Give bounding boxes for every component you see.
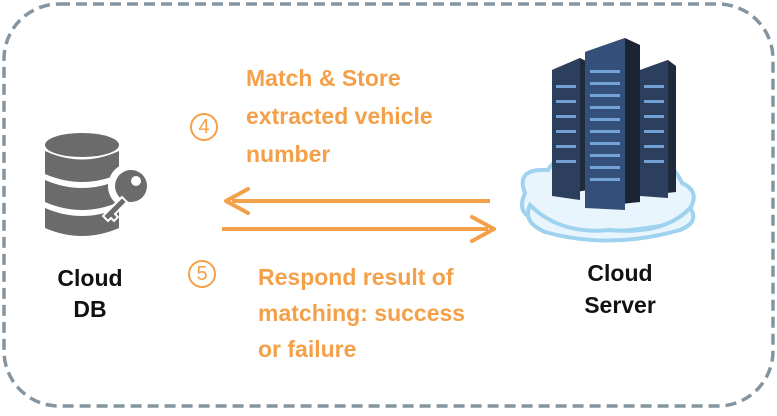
- step-4-line-3: number: [246, 141, 331, 167]
- step-4-line-1: Match & Store: [246, 65, 401, 91]
- step-4-line-2: extracted vehicle: [246, 103, 433, 129]
- cloud-db-label-line-1: Cloud: [57, 265, 123, 291]
- arrow-to-db: [224, 187, 490, 215]
- step-5-line-3: or failure: [258, 336, 357, 362]
- step-4-badge: 4: [190, 113, 218, 141]
- cloud-server-label-line-1: Cloud: [587, 260, 653, 286]
- cloud-db-label-line-2: DB: [73, 296, 107, 322]
- step-5-badge: 5: [188, 260, 216, 288]
- step-5-line-2: matching: success: [258, 300, 466, 326]
- cloud-server-label-line-2: Server: [584, 292, 656, 318]
- step-5-line-1: Respond result of: [258, 264, 454, 290]
- arrow-to-server: [222, 215, 496, 243]
- cloud-server-icon: [520, 38, 696, 243]
- dashed-frame: [2, 2, 775, 408]
- database-key-icon: [45, 133, 154, 236]
